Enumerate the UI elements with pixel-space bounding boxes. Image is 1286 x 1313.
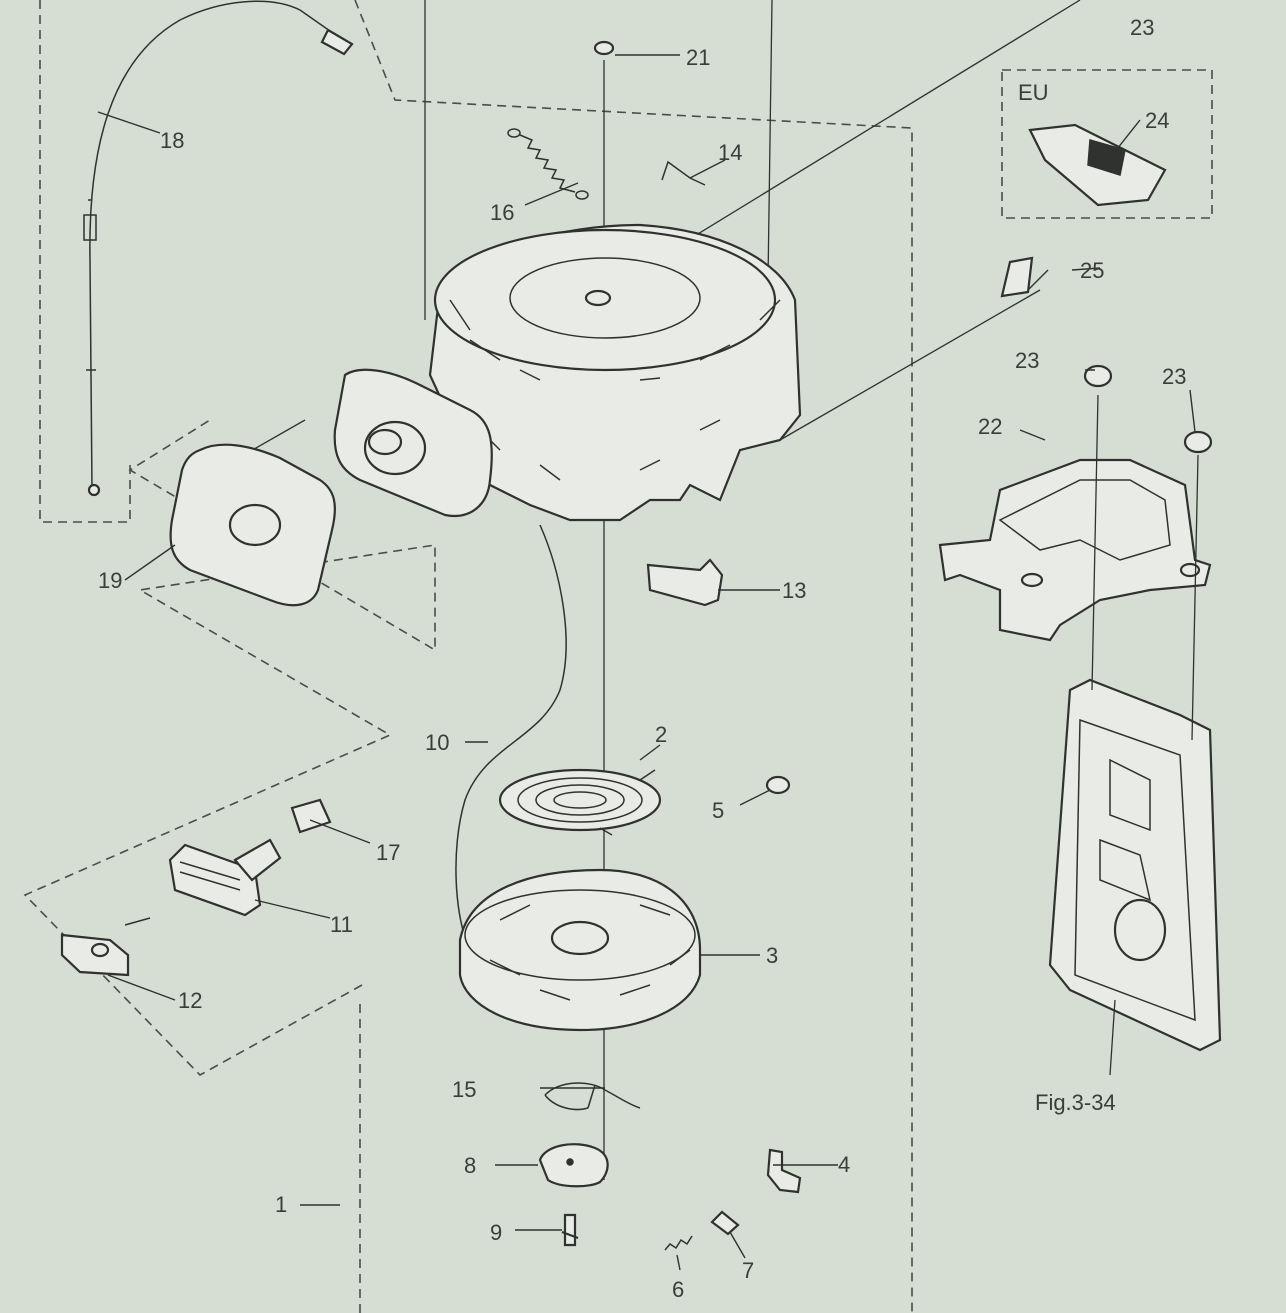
reel-3 [458, 868, 702, 1032]
callout-12: 12 [178, 988, 202, 1013]
washer-21 [593, 40, 615, 56]
callout-10: 10 [425, 730, 449, 755]
pawl-4 [766, 1148, 802, 1194]
eu-box [1001, 69, 1213, 219]
collar-17 [290, 798, 332, 834]
plate-8 [538, 1143, 609, 1188]
spring-6 [664, 1235, 693, 1251]
guide-lines [199, 0, 1081, 1180]
handle-11 [168, 838, 282, 917]
callout-24-top: 23 [1130, 15, 1154, 40]
callout-23-right: 23 [1162, 364, 1186, 389]
callout-16: 16 [490, 200, 514, 225]
eu-label-24 [1028, 123, 1167, 207]
callout-21: 21 [686, 45, 710, 70]
callout-2: 2 [655, 722, 667, 747]
recoil-housing [333, 223, 802, 522]
callout-15: 15 [452, 1077, 476, 1102]
callout-23-left: 23 [1015, 348, 1039, 373]
figure-reference: Fig.3-34 [1035, 1090, 1116, 1115]
callout-5: 5 [712, 798, 724, 823]
callout-9: 9 [490, 1220, 502, 1245]
eu-region-label: EU [1018, 80, 1049, 105]
callout-19: 19 [98, 568, 122, 593]
nut-5 [765, 775, 791, 795]
callout-3: 3 [766, 943, 778, 968]
callout-25: 25 [1080, 258, 1104, 283]
knob-12 [60, 917, 151, 977]
callout-7: 7 [742, 1258, 754, 1283]
group-boundary-cable [39, 0, 913, 1313]
spring-2 [498, 768, 662, 836]
callout-13: 13 [782, 578, 806, 603]
engine-block [1048, 394, 1222, 1076]
callout-11: 11 [330, 912, 353, 937]
rope-10 [455, 524, 567, 951]
callout-14: 14 [718, 140, 742, 165]
callout-18: 18 [160, 128, 184, 153]
grommet-23-right [1183, 430, 1213, 454]
pin-7 [710, 1210, 740, 1236]
ratchet-13 [646, 558, 724, 607]
callout-8: 8 [464, 1153, 476, 1178]
label-25 [1000, 256, 1034, 298]
callout-22: 22 [978, 414, 1002, 439]
spring-16 [507, 128, 589, 200]
bracket-22 [938, 458, 1212, 642]
leader-lines [97, 54, 1196, 1271]
gasket-19 [169, 443, 336, 607]
callout-17: 17 [376, 840, 400, 865]
lever-14 [661, 160, 706, 186]
cable-18 [83, 0, 354, 497]
bolt-9 [561, 1213, 579, 1247]
spring-15 [544, 1082, 641, 1111]
callout-1: 1 [275, 1192, 287, 1217]
callout-4: 4 [838, 1152, 850, 1177]
callout-6: 6 [672, 1277, 684, 1302]
grommet-23-left [1083, 364, 1113, 388]
callout-24-box: 24 [1145, 108, 1169, 133]
